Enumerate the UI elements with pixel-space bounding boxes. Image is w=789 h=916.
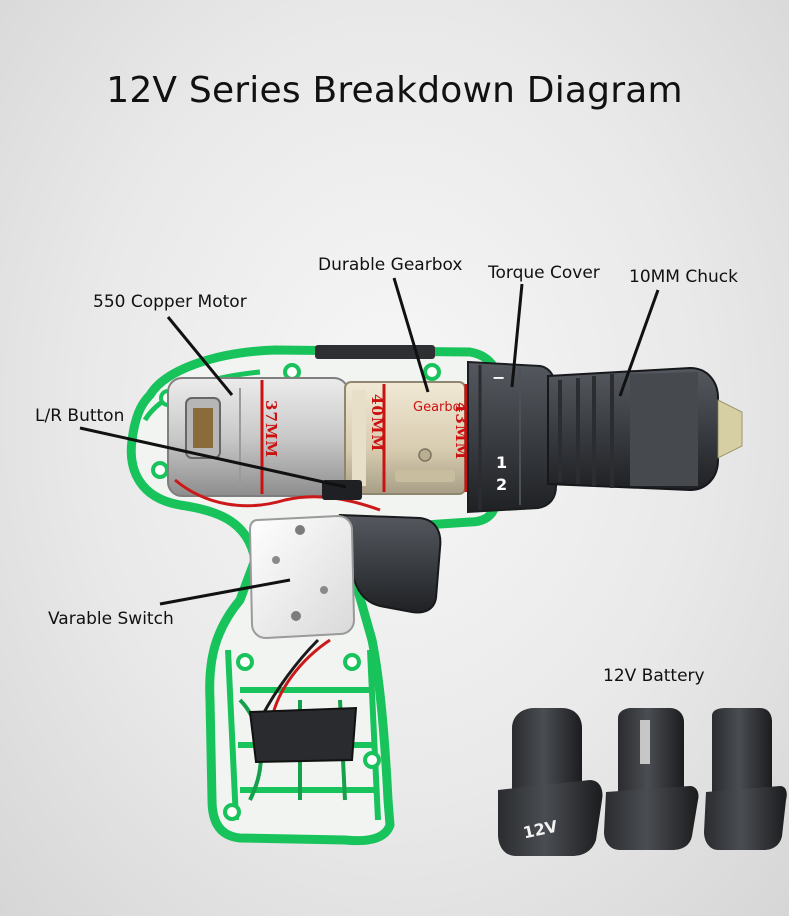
label-motor: 550 Copper Motor (93, 292, 247, 312)
torque-collar (467, 360, 557, 514)
gearbox-tag: Gearbox (413, 400, 468, 415)
torque-mark-minus: − (492, 368, 506, 387)
torque-mark-two: 2 (496, 475, 508, 494)
battery-2 (604, 708, 699, 850)
gearbox (344, 381, 468, 495)
black-wire (260, 638, 320, 717)
battery-3 (704, 708, 787, 850)
label-variable-switch: Varable Switch (48, 609, 174, 629)
battery-1 (498, 708, 603, 856)
label-battery: 12V Battery (603, 666, 705, 686)
torque-mark-one: 1 (496, 453, 508, 472)
dimension-40mm: 40MM (368, 394, 386, 453)
label-lr-button: L/R Button (35, 406, 125, 426)
chuck (547, 366, 743, 492)
trigger (338, 513, 442, 614)
red-black-wire (270, 638, 331, 719)
variable-switch (248, 514, 356, 640)
copper-motor (167, 377, 349, 497)
page-title: 12V Series Breakdown Diagram (106, 70, 683, 111)
battery-terminal (248, 706, 358, 764)
red-wire (174, 478, 381, 512)
label-torque-cover: Torque Cover (488, 263, 600, 283)
leader-lines (79, 277, 660, 606)
label-chuck: 10MM Chuck (629, 267, 738, 287)
label-durable-gearbox: Durable Gearbox (318, 255, 463, 275)
dimension-37mm: 37MM (262, 400, 280, 459)
